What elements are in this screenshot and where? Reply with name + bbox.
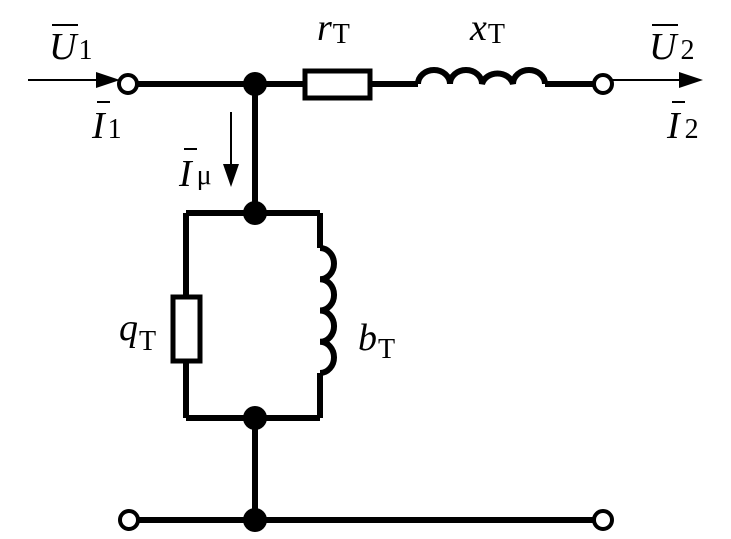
- junction-nodes: [243, 72, 267, 532]
- imu-arrow-head: [223, 164, 239, 187]
- label-U1: U1: [49, 24, 92, 68]
- resistor-qT: [170, 294, 203, 364]
- label-U1-sub: 1: [78, 35, 92, 66]
- svg-text:Iμ: Iμ: [178, 153, 212, 195]
- label-U2-main: U: [649, 26, 679, 68]
- inductor-xT: [415, 67, 548, 86]
- label-xT: xT: [469, 7, 505, 50]
- label-I1-sub: 1: [108, 114, 122, 145]
- inductor-bT: [319, 245, 337, 376]
- label-Imu-main: I: [178, 153, 194, 195]
- label-bT-sub: T: [378, 334, 395, 365]
- label-qT: qT: [119, 307, 156, 357]
- label-I1-main: I: [91, 105, 107, 147]
- terminal-output-bottom: [592, 509, 614, 531]
- node-top: [243, 72, 267, 96]
- wires: [137, 81, 594, 523]
- svg-text:I1: I1: [91, 105, 122, 147]
- input-arrow-head: [96, 72, 120, 88]
- terminal-input-bottom: [118, 509, 140, 531]
- label-qT-main: q: [119, 307, 138, 349]
- output-arrow-head: [679, 72, 703, 88]
- node-bottom: [243, 508, 267, 532]
- label-bT-main: b: [358, 317, 377, 359]
- label-I2-main: I: [666, 105, 682, 147]
- label-qT-sub: T: [139, 326, 156, 357]
- label-I2-sub: 2: [685, 114, 699, 145]
- svg-text:I2: I2: [666, 105, 699, 147]
- resistor-rT: [302, 68, 373, 101]
- svg-text:U1: U1: [49, 26, 92, 68]
- terminal-input-top: [117, 73, 139, 95]
- label-Imu-sub: μ: [197, 160, 212, 191]
- label-bT: bT: [358, 317, 395, 365]
- node-branch-bottom: [243, 406, 267, 430]
- node-branch-top: [243, 201, 267, 225]
- svg-text:U2: U2: [649, 26, 694, 68]
- terminal-output-top: [592, 73, 614, 95]
- label-xT-sub: T: [488, 19, 505, 50]
- label-rT: rT: [317, 7, 350, 50]
- label-rT-sub: T: [333, 19, 350, 50]
- flow-arrows: [28, 72, 703, 187]
- label-U1-main: U: [49, 26, 79, 68]
- terminals: [117, 73, 614, 531]
- label-U2-sub: 2: [680, 35, 694, 66]
- label-rT-main: r: [317, 7, 332, 49]
- label-xT-main: x: [469, 7, 487, 49]
